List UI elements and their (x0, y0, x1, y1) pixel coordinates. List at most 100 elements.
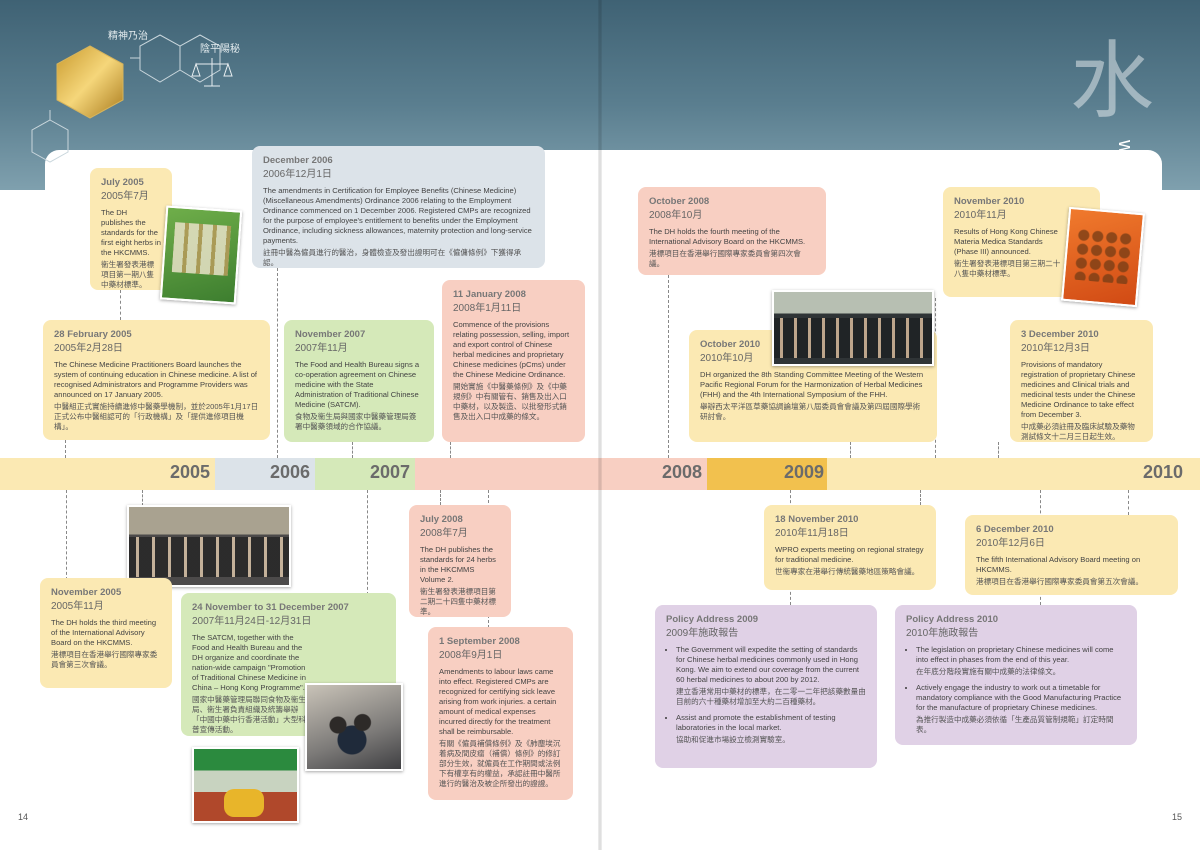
policy-title-zh: 2010年施政報告 (906, 627, 979, 639)
policy-title-zh: 2009年施政報告 (666, 627, 739, 639)
timeline-segment-2006 (215, 458, 315, 490)
event-text: The DH publishes the standards for the f… (101, 207, 161, 257)
event-date: November 2007 (295, 329, 366, 340)
event-text: DH organized the 8th Standing Committee … (700, 369, 924, 399)
event-text-zh: 衞生署發表港標項目第三期二十八隻中藥材標準。 (954, 258, 1061, 278)
connector (440, 490, 441, 505)
connector (66, 490, 67, 580)
event-date: 18 November 2010 (775, 514, 859, 525)
event-date-zh: 2010年12月3日 (1021, 342, 1090, 354)
event-text-zh: 港標項目在香港舉行國際專家委員會第五次會議。 (976, 576, 1144, 586)
event-card-jul-2005: July 2005 2005年7月 The DH publishes the s… (90, 168, 172, 290)
year-label: 2005 (170, 462, 211, 482)
timeline-segment-2007 (315, 458, 415, 490)
campaign-event-photo (305, 683, 403, 771)
event-date-zh: 2007年11月24日-12月31日 (192, 615, 312, 627)
event-date-zh: 2005年7月 (101, 190, 149, 202)
event-card-feb-2005: 28 February 2005 2005年2月28日 The Chinese … (43, 320, 270, 440)
timeline-segment-2005 (0, 458, 215, 490)
policy-list: The legislation on proprietary Chinese m… (906, 645, 1126, 735)
event-date-zh: 2005年11月 (51, 600, 104, 612)
event-date-zh: 2008年10月 (649, 209, 703, 221)
event-text: The DH holds the third meeting of the In… (51, 617, 157, 647)
year-label: 2007 (370, 462, 411, 482)
event-date-zh: 2005年2月28日 (54, 342, 123, 354)
connector (920, 490, 921, 505)
motto-left: 精神乃治 (108, 31, 148, 42)
event-card-jul-2008: July 2008 2008年7月 The DH publishes the s… (409, 505, 511, 617)
event-text-zh: 舉辦西太平洋區草藥協調論壇第八屆委員會會議及第四屆國際學術研討會。 (700, 401, 921, 421)
connector (65, 440, 66, 458)
page-number-right: 15 (1172, 812, 1183, 822)
event-text: WPRO experts meeting on regional strateg… (775, 544, 924, 564)
event-card-oct-2008: October 2008 2008年10月 The DH holds the f… (638, 187, 826, 275)
event-text: Commence of the provisions relating poss… (453, 319, 570, 379)
right-page: 水 water 2008 2009 2010 October 2008 2008… (600, 0, 1200, 850)
event-card-nov-2005: November 2005 2005年11月 The DH holds the … (40, 578, 172, 688)
event-date: December 2006 (263, 155, 333, 166)
event-date-zh: 2010年11月 (954, 209, 1007, 221)
motto-right: 陰平陽秘 (200, 44, 240, 55)
event-date: 28 February 2005 (54, 329, 132, 340)
event-date-zh: 2008年7月 (420, 527, 468, 539)
event-date-zh: 2007年11月 (295, 342, 348, 354)
event-text-zh: 註冊中醫為僱員進行的醫治，身體檢查及發出證明可在《僱傭條例》下獲得承認。 (263, 247, 522, 267)
policy-item: Assist and promote the establishment of … (676, 713, 866, 745)
event-card-dec-2010-6: 6 December 2010 2010年12月6日 The fifth Int… (965, 515, 1178, 595)
event-date: October 2010 (700, 339, 761, 350)
policy-list: The Government will expedite the setting… (666, 645, 866, 745)
timeline-stripe: 2008 2009 2010 (600, 458, 1200, 490)
event-text-zh: 國家中醫藥管理局聯同食物及衞生局、衞生署負責組織及統籌舉辦「中國中藥中行香港活動… (192, 694, 306, 734)
standards-book-cover-image (159, 205, 243, 305)
connector (352, 442, 353, 458)
event-date: 24 November to 31 December 2007 (192, 602, 349, 613)
page-number-left: 14 (18, 812, 29, 822)
policy-item: The Government will expedite the setting… (676, 645, 866, 707)
event-card-nov-2007: November 2007 2007年11月 The Food and Heal… (284, 320, 434, 442)
event-text-zh: 衞生署發表港標項目第二期二十四隻中藥材標準。 (420, 586, 496, 616)
connector (142, 490, 143, 506)
book-gutter (598, 0, 602, 850)
event-text-zh: 衞生署發表港標項目第一期八隻中藥材標準。 (101, 259, 155, 289)
timeline-segment-2009 (707, 458, 827, 490)
policy-item: Actively engage the industry to work out… (916, 683, 1126, 735)
event-date-zh: 2010年12月6日 (976, 537, 1045, 549)
event-date: 1 September 2008 (439, 636, 520, 647)
event-date: July 2008 (420, 514, 463, 525)
event-text-zh: 世衞專家在港舉行傳統醫藥地區策略會議。 (775, 566, 920, 576)
event-text: The amendments in Certification for Empl… (263, 185, 532, 245)
event-date: 11 January 2008 (453, 289, 526, 300)
timeline-stripe: 2005 2006 2007 (0, 458, 600, 490)
left-page: 精神乃治 陰平陽秘 2005 2006 2007 July 2005 2005年… (0, 0, 600, 823)
connector (367, 490, 368, 595)
connector (450, 442, 451, 458)
lion-dance-photo (192, 747, 299, 823)
event-text-zh: 有關《僱員補償條例》及《肺塵埃沉着病及間皮瘤（補償）條例》的修訂部分生效，就僱員… (439, 738, 561, 788)
policy-address-2009-card: Policy Address 2009 2009年施政報告 The Govern… (655, 605, 877, 768)
event-text: The SATCM, together with the Food and He… (192, 632, 306, 692)
event-card-jan-2008: 11 January 2008 2008年1月11日 Commence of t… (442, 280, 585, 442)
fhh-meeting-group-photo (772, 290, 934, 366)
event-text-zh: 港標項目在香港舉行國際專家委員會第三次會議。 (51, 649, 158, 669)
event-date: November 2005 (51, 587, 122, 598)
event-text: The DH holds the fourth meeting of the I… (649, 226, 806, 246)
connector (277, 268, 278, 458)
event-date-zh: 2006年12月1日 (263, 168, 332, 180)
event-date: July 2005 (101, 177, 144, 188)
event-text: The Food and Health Bureau signs a co-op… (295, 359, 420, 409)
event-text: The fifth International Advisory Board m… (976, 554, 1141, 574)
gold-hexagon-icon (56, 45, 124, 119)
event-text-zh: 中醫組正式實施持續進修中醫藥學機制，並於2005年1月17日正式公布中醫組認可的… (54, 401, 259, 431)
molecule-lines-icon (31, 34, 221, 163)
year-label: 2008 (662, 462, 703, 482)
event-card-dec-2006: December 2006 2006年12月1日 The amendments … (252, 146, 545, 268)
timeline-segment-2008 (600, 458, 707, 490)
year-label: 2006 (270, 462, 311, 482)
hkcmms-phase3-book-cover (1061, 206, 1145, 308)
event-date: October 2008 (649, 196, 710, 207)
event-date: 3 December 2010 (1021, 329, 1099, 340)
timeline-segment-2008 (415, 458, 600, 490)
event-text-zh: 港標項目在香港舉行國際專家委員會第四次會議。 (649, 248, 801, 268)
event-text: The DH publishes the standards for 24 he… (420, 544, 496, 584)
event-text-zh: 開始實施《中醫藥條例》及《中藥規例》中有關管有、銷售及出入口中藥材，以及製造、以… (453, 381, 567, 421)
